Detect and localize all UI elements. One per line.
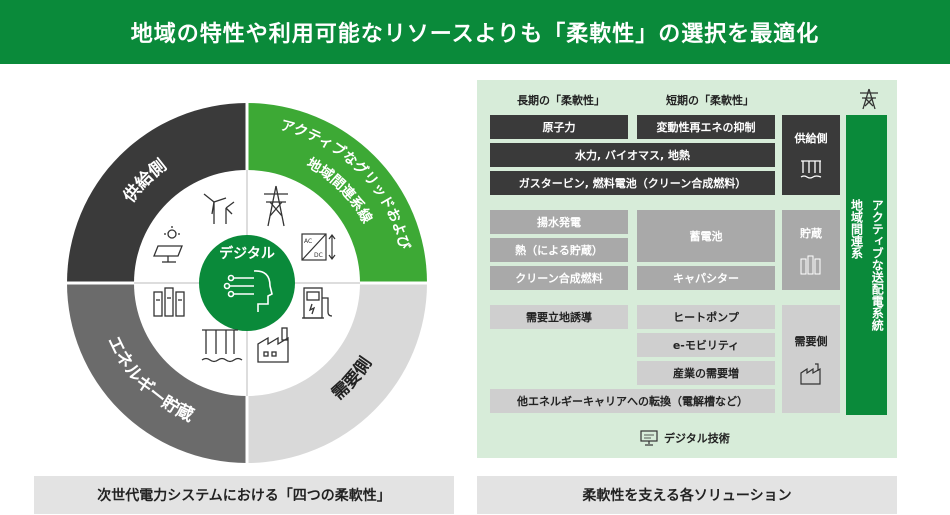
svg-text:DC: DC: [314, 252, 323, 259]
supply-category-label: 供給側: [794, 132, 828, 145]
brain-circuit-icon: [223, 270, 273, 312]
demand-row-siting: 需要立地誘導: [490, 305, 628, 329]
demand-row-heat-pump: ヒートポンプ: [637, 305, 775, 329]
transmission-tower-icon: [264, 185, 288, 227]
supply-category: 供給側: [782, 115, 840, 195]
flexibility-wheel: デジタル 供給側 アクティブなグリッドおよび 地域間連系線 需要側 エネルギー貯…: [67, 103, 427, 463]
storage-category: 貯蔵: [782, 210, 840, 290]
ac-dc-converter-icon: AC DC: [301, 233, 336, 261]
transmission-tower-icon: [860, 88, 878, 110]
digital-tech: デジタル技術: [640, 430, 730, 446]
factory-icon: [257, 327, 289, 363]
demand-row-electrolysis: 他エネルギーキャリアへの転換（電解槽など）: [490, 389, 775, 413]
supply-row-hydro: 水力, バイオマス, 地熱: [490, 143, 775, 167]
storage-row-synfuel: クリーン合成燃料: [490, 266, 628, 290]
supply-row-nuclear: 原子力: [490, 115, 628, 139]
demand-row-industry: 産業の需要増: [637, 361, 775, 385]
monitor-icon: [640, 430, 658, 446]
hydro-dam-icon: [800, 160, 822, 179]
ev-charger-icon: [302, 287, 333, 319]
demand-row-emobility: e-モビリティ: [637, 333, 775, 357]
storage-row-battery: 蓄電池: [637, 210, 775, 262]
digital-tech-label: デジタル技術: [664, 432, 730, 445]
center-label: デジタル: [219, 245, 275, 262]
svg-text:AC: AC: [304, 238, 312, 245]
storage-row-pumped-hydro: 揚水発電: [490, 210, 628, 234]
supply-row-gas-turbine: ガスタービン, 燃料電池（クリーン合成燃料）: [490, 171, 775, 195]
solar-panel-icon: [153, 226, 183, 263]
header-long-term: 長期の「柔軟性」: [517, 94, 605, 107]
demand-category: 需要側: [782, 305, 840, 413]
demand-category-label: 需要側: [794, 335, 828, 348]
wind-turbine-icon: [203, 193, 235, 224]
factory-icon: [800, 363, 821, 385]
battery-bank-icon: [153, 287, 185, 317]
caption-four-flexibilities: 次世代電力システムにおける「四つの柔軟性」: [34, 476, 454, 514]
hydro-dam-icon: [201, 329, 243, 363]
storage-row-capacitor: キャパシター: [637, 266, 775, 290]
storage-category-label: 貯蔵: [800, 227, 822, 240]
battery-bank-icon: [800, 255, 821, 275]
grid-bar-line1: アクティブな送配電系統: [870, 199, 885, 331]
grid-bar: アクティブな送配電系統 地域間連系: [846, 115, 887, 415]
caption-solutions: 柔軟性を支える各ソリューション: [477, 476, 897, 514]
grid-bar-line2: 地域間連系: [849, 199, 864, 259]
supply-row-vre-curtail: 変動性再エネの抑制: [637, 115, 775, 139]
storage-row-thermal: 熱（による貯蔵）: [490, 238, 628, 262]
page-title: 地域の特性や利用可能なリソースよりも「柔軟性」の選択を最適化: [0, 0, 950, 64]
header-short-term: 短期の「柔軟性」: [666, 94, 754, 107]
